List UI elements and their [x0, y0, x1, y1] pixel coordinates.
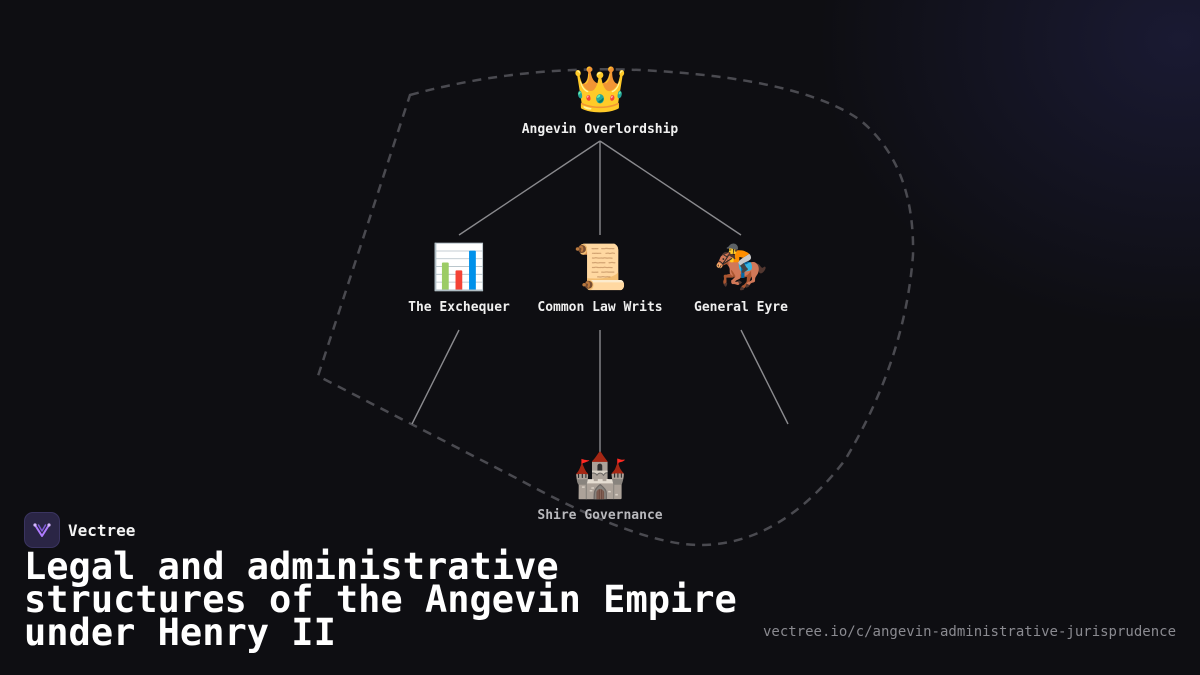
- scroll-icon: 📜: [572, 242, 628, 293]
- node-the-exchequer[interactable]: 📊 The Exchequer: [369, 242, 549, 315]
- node-label: Common Law Writs: [537, 300, 663, 315]
- node-angevin-overlordship[interactable]: 👑 Angevin Overlordship: [510, 64, 690, 137]
- node-label: Shire Governance: [537, 508, 663, 523]
- edge-root-exchequer: [458, 140, 601, 236]
- node-label: Angevin Overlordship: [521, 122, 679, 137]
- bar-chart-icon: 📊: [431, 242, 487, 293]
- node-common-law-writs[interactable]: 📜 Common Law Writs: [510, 242, 690, 315]
- edge-root-eyre: [599, 140, 742, 236]
- edge-exchequer-down: [411, 329, 460, 425]
- boundary-outline: [316, 68, 915, 547]
- node-general-eyre[interactable]: 🏇 General Eyre: [651, 242, 831, 315]
- node-shire-governance[interactable]: 🏰 Shire Governance: [510, 450, 690, 523]
- source-url[interactable]: vectree.io/c/angevin-administrative-juri…: [762, 624, 1176, 640]
- vectree-logo-icon: [24, 512, 60, 548]
- edge-eyre-down: [740, 329, 789, 425]
- brand[interactable]: Vectree: [24, 512, 135, 548]
- crown-icon: 👑: [572, 64, 628, 115]
- page-title: Legal and administrative structures of t…: [24, 545, 737, 654]
- brand-name: Vectree: [68, 520, 136, 540]
- horse-racing-icon: 🏇: [713, 242, 769, 293]
- node-label: The Exchequer: [408, 300, 510, 315]
- node-label: General Eyre: [694, 300, 788, 315]
- castle-icon: 🏰: [572, 450, 628, 501]
